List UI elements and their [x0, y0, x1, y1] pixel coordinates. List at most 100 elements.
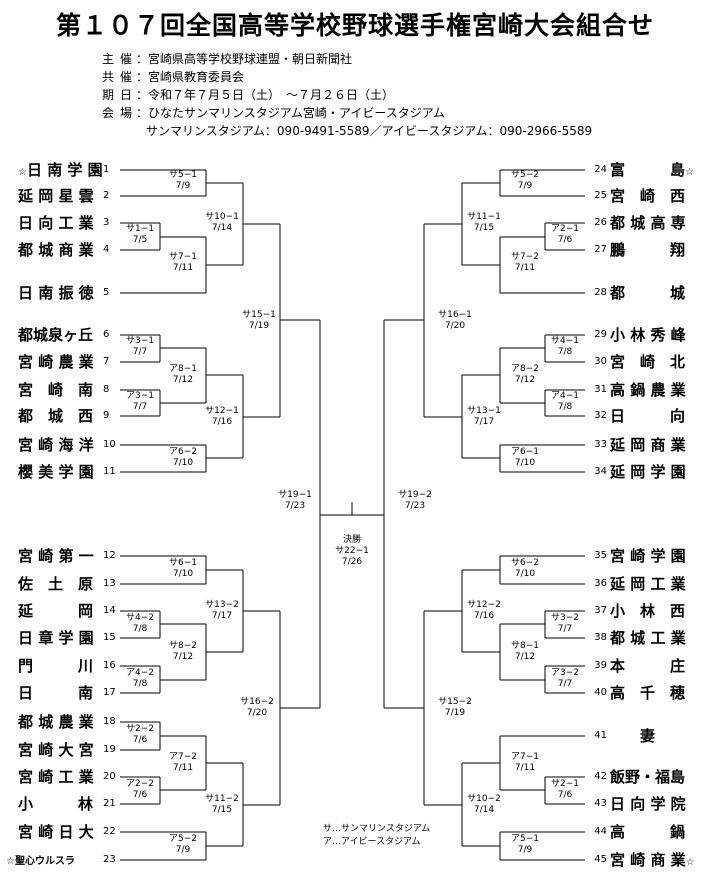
team-name: 宮 崎 学 園 — [610, 547, 686, 565]
info-cosponsor-value: 宮崎県教育委員会 — [148, 70, 245, 84]
team-number: 43 — [594, 798, 607, 809]
info-venue-label: 会場 — [102, 106, 139, 120]
team-number: 40 — [594, 687, 607, 698]
team-number: 8 — [103, 384, 110, 395]
team-name: 日 南 学 園 — [26, 161, 103, 179]
team-number: 31 — [594, 384, 607, 395]
team-number: 27 — [594, 244, 607, 255]
team-number: 21 — [103, 798, 116, 809]
team-number: 45 — [594, 854, 607, 865]
team-number: 36 — [594, 578, 607, 589]
team-number: 38 — [594, 632, 607, 643]
team-name: 宮 崎 工 業 — [18, 768, 94, 786]
team-name: 日 南 振 徳 — [18, 284, 94, 302]
team-name: 高 鍋 — [610, 823, 686, 841]
team-name: 宮 崎 南 — [18, 381, 94, 399]
team-name: 宮 崎 海 洋 — [18, 436, 94, 454]
team-name: 宮 崎 第 一 — [18, 547, 94, 565]
team-slot: ☆日 南 学 園 — [18, 161, 103, 182]
team-number: 7 — [103, 356, 110, 367]
info-phones: サンマリンスタジアム：090-9491-5589／アイビースタジアム：090-2… — [146, 124, 593, 138]
team-name: 都 城 高 専 — [610, 214, 686, 232]
team-number: 18 — [103, 716, 116, 727]
team-name: 佐 土 原 — [18, 575, 94, 593]
team-number: 10 — [103, 439, 116, 450]
page-title: 第１０７回全国高等学校野球選手権宮崎大会組合せ — [55, 11, 654, 40]
info-cosponsor: 共催：宮崎県教育委員会 — [102, 70, 245, 84]
team-name: 都 城 商 業 — [18, 241, 94, 259]
team-number: 19 — [103, 744, 116, 755]
team-slot: 富 島☆ — [610, 161, 694, 182]
team-number: 2 — [103, 190, 110, 201]
team-name: 日 向 工 業 — [18, 214, 94, 232]
info-period: 期日：令和７年７月５日（土） ～７月２６日（土） — [102, 88, 395, 102]
team-name: 妻 — [640, 727, 656, 745]
team-number: 44 — [594, 826, 607, 837]
team-name: 小 林 — [18, 795, 94, 813]
seed-star-icon: ☆ — [685, 167, 694, 178]
team-name: 門 川 — [18, 657, 94, 675]
team-number: 20 — [103, 771, 116, 782]
team-name: 延 岡 商 業 — [610, 436, 686, 454]
team-name: 鵬 翔 — [610, 241, 686, 259]
team-number: 34 — [594, 466, 607, 477]
team-name: 日 南 — [18, 684, 94, 702]
team-name: 宮 崎 農 業 — [18, 353, 94, 371]
team-name: 日 章 学 園 — [18, 629, 94, 647]
team-name: 富 島 — [610, 161, 686, 179]
team-name: 小 林 西 — [610, 602, 686, 620]
team-number: 25 — [594, 190, 607, 201]
team-number: 28 — [594, 287, 607, 298]
team-name: 日 向 — [610, 407, 686, 425]
info-organizer-value: 宮崎県高等学校野球連盟・朝日新聞社 — [148, 52, 353, 66]
team-number: 4 — [103, 244, 110, 255]
team-number: 17 — [103, 687, 116, 698]
team-name: 高 鍋 農 業 — [610, 381, 686, 399]
team-number: 26 — [594, 217, 607, 228]
team-name: 宮 崎 北 — [610, 353, 686, 371]
info-venue-value: ひなたサンマリンスタジアム宮崎・アイビースタジアム — [148, 106, 445, 120]
team-number: 22 — [103, 826, 116, 837]
seed-star-icon: ☆ — [685, 857, 695, 868]
team-number: 42 — [594, 771, 607, 782]
team-number: 16 — [103, 660, 116, 671]
team-name: 都 城 — [610, 284, 686, 302]
team-name: 宮 崎 商 業 — [610, 851, 686, 869]
team-number: 23 — [103, 854, 116, 865]
team-name: 都 城 西 — [18, 407, 94, 425]
info-venue: 会場：ひなたサンマリンスタジアム宮崎・アイビースタジアム — [102, 106, 445, 120]
team-slot: ☆聖心ウルスラ — [6, 853, 106, 871]
team-name: 都 城 工 業 — [610, 629, 686, 647]
team-number: 30 — [594, 356, 607, 367]
seed-star-icon: ☆ — [18, 167, 27, 178]
